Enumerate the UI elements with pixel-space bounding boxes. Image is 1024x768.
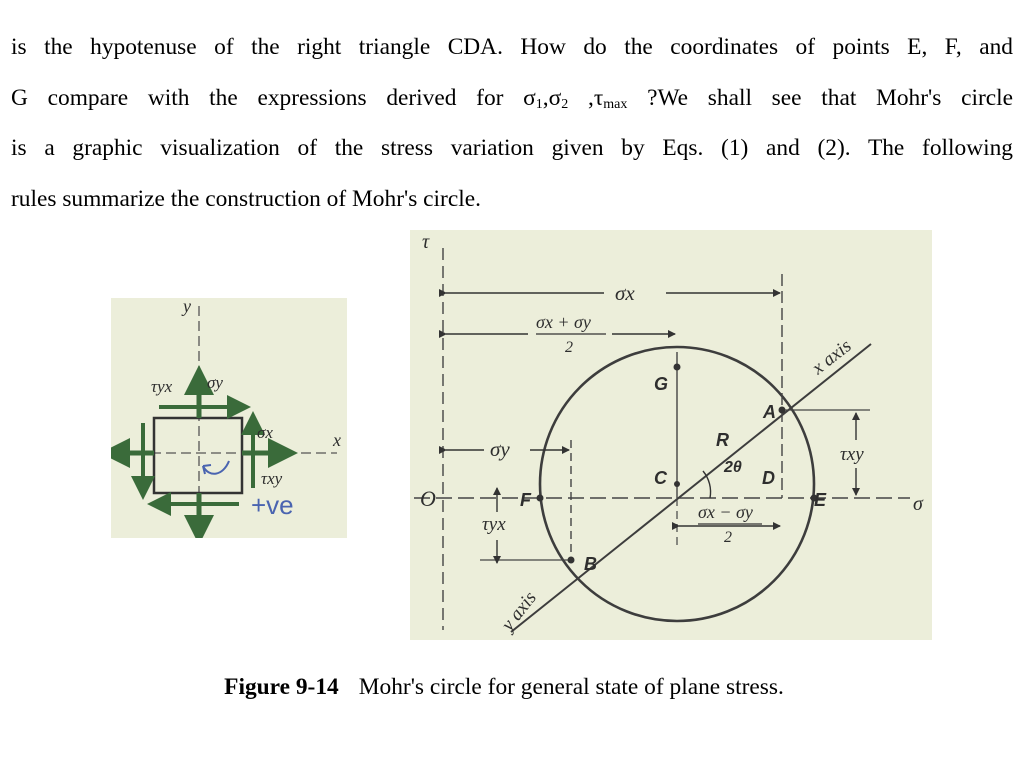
point-c-label: C [654, 468, 668, 488]
text-run: ,τ [568, 84, 604, 111]
handwritten-positive-label: +ve [251, 490, 294, 520]
mohr-circle-figure: τ σ O σx σx + σy 2 σy σx − σy 2 τxy τyx … [410, 230, 932, 640]
mohr-circle [538, 345, 816, 623]
figure-caption: Figure 9-14 Mohr's circle for general sta… [0, 674, 1008, 701]
body-paragraph: is the hypotenuse of the right triangle … [11, 22, 1013, 224]
text-run: ?We shall see that Mohr's circle [627, 84, 1014, 111]
sigma-y-label: σy [207, 373, 223, 392]
y-axis-label: y [181, 298, 191, 316]
point-e [810, 494, 818, 502]
angle-arc [702, 470, 712, 499]
label-mask [484, 436, 530, 464]
handwritten-arrowhead [202, 464, 212, 475]
sigma-y-dim-label: σy [490, 437, 510, 461]
paragraph-line-1: is the hypotenuse of the right triangle … [11, 34, 1013, 60]
point-f [536, 494, 544, 502]
diameter-line [510, 343, 872, 633]
radius-label: R [716, 430, 729, 450]
x-axis-direction-label: x axis [807, 335, 855, 379]
paragraph-line-2: G compare with the expressions derived f… [11, 73, 1013, 124]
point-b-label: B [584, 554, 597, 574]
handwritten-curve [202, 460, 230, 475]
x-axis-label: x [332, 430, 341, 450]
point-a-label: A [762, 402, 776, 422]
point-c [674, 481, 680, 487]
element-square [152, 416, 244, 495]
sigma-x-label: σx [257, 423, 273, 442]
point-e-label: E [814, 490, 827, 510]
figure-number: Figure 9-14 [224, 674, 339, 700]
subscript: max [603, 96, 628, 112]
tau-xy-label: τxy [261, 469, 283, 488]
angle-label: 2θ [723, 459, 742, 476]
point-g [673, 363, 681, 371]
figure-caption-text: Mohr's circle for general state of plane… [358, 674, 784, 700]
point-g-label: G [654, 374, 668, 394]
text-run: ,σ [542, 84, 562, 111]
point-b [567, 556, 575, 564]
subscript: 1 [535, 96, 543, 112]
center-dim-denominator: 2 [565, 339, 573, 356]
sigma-axis-label: σ [913, 493, 924, 515]
y-axis-direction-label: y axis [496, 588, 541, 637]
point-a [778, 406, 786, 414]
origin-label: O [420, 486, 436, 511]
tau-axis-label: τ [422, 231, 430, 253]
tau-xy-dim-label: τxy [840, 444, 864, 465]
center-dim-numerator: σx + σy [536, 312, 591, 332]
tau-yx-label: τyx [151, 377, 173, 396]
half-diff-denominator: 2 [724, 529, 732, 546]
half-diff-numerator: σx − σy [698, 502, 753, 522]
label-mask [604, 280, 666, 306]
sigma-x-dim-label: σx [615, 281, 635, 305]
subscript: 2 [561, 96, 569, 112]
point-f-label: F [520, 490, 532, 510]
paragraph-line-4: rules summarize the construction of Mohr… [11, 185, 481, 212]
mohr-circle-diagram: τ σ O σx σx + σy 2 σy σx − σy 2 τxy τyx … [414, 231, 924, 637]
paragraph-line-3: is a graphic visualization of the stress… [11, 135, 1013, 161]
text-run: G compare with the expressions derived f… [11, 84, 536, 111]
stress-element-figure: y x τyx σy σx τxy +ve [111, 298, 347, 538]
stress-element-diagram: y x τyx σy σx τxy +ve [111, 298, 341, 538]
point-d-label: D [762, 468, 775, 488]
tau-yx-dim-label: τyx [482, 514, 506, 535]
